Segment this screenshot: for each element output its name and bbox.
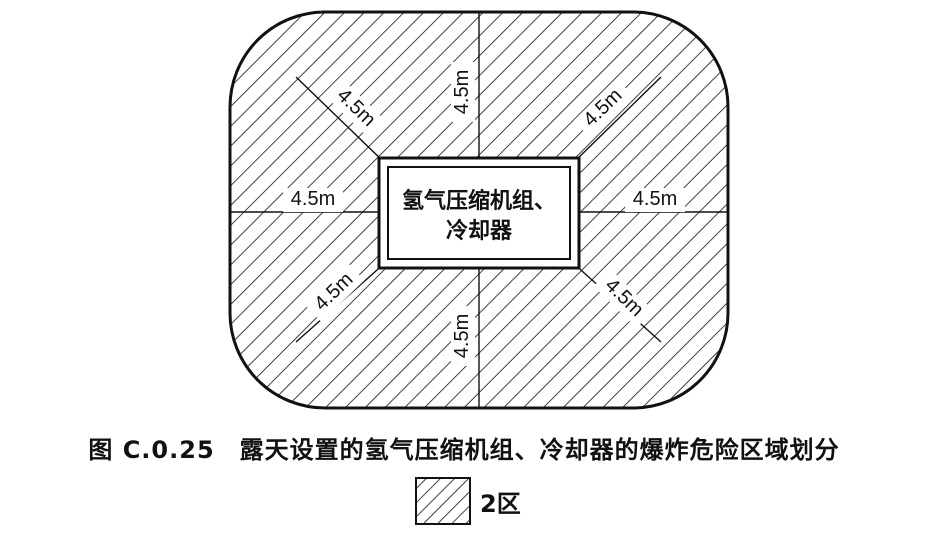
legend-label: 2区 (480, 489, 521, 518)
equipment-label-line2: 冷却器 (446, 218, 513, 244)
dimension-label-top: 4.5m (451, 62, 475, 122)
legend: 2区 (414, 476, 521, 526)
svg-text:4.5m: 4.5m (291, 188, 335, 210)
radius-line-top-left (295, 76, 387, 165)
zone-diagram: 氢气压缩机组、 冷却器 4.5m 4.5m 4.5m 4.5m 4.5m 4.5… (228, 10, 730, 410)
svg-text:4.5m: 4.5m (451, 70, 473, 114)
dimension-label-left: 4.5m (283, 188, 343, 212)
svg-text:4.5m: 4.5m (633, 188, 677, 210)
dimension-label-right: 4.5m (625, 188, 685, 212)
svg-text:4.5m: 4.5m (451, 314, 473, 358)
legend-hatch-swatch (415, 477, 471, 525)
equipment-inner-frame (387, 166, 571, 260)
figure-caption: 图 C.0.25 露天设置的氢气压缩机组、冷却器的爆炸危险区域划分 (88, 436, 840, 464)
equipment-label-line1: 氢气压缩机组、 (402, 188, 556, 214)
dimension-label-bottom: 4.5m (451, 306, 475, 366)
radius-line-top-right (571, 76, 662, 165)
